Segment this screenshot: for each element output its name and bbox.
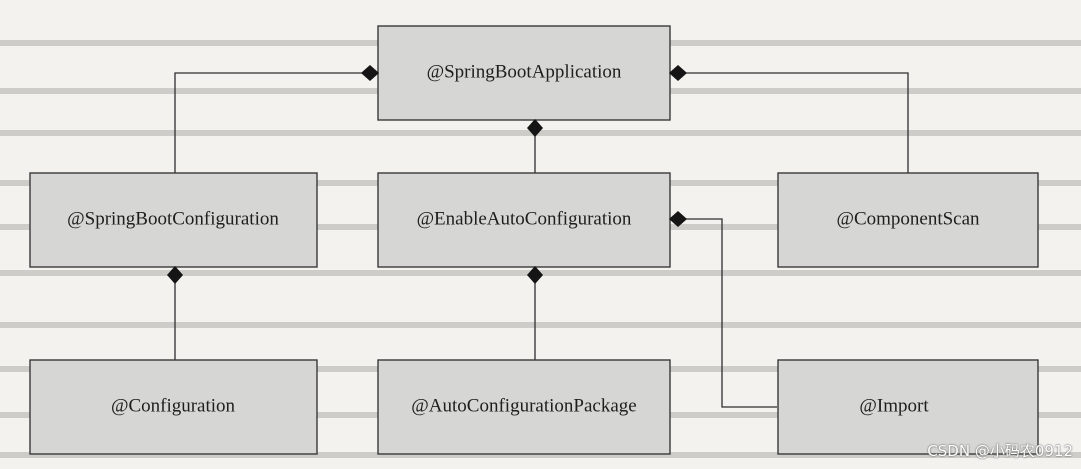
node-springbootconfiguration: @SpringBootConfiguration	[29, 172, 318, 268]
edge-springbootconfiguration-to-application	[174, 72, 367, 173]
node-enableautoconfiguration: @EnableAutoConfiguration	[377, 172, 671, 268]
composition-markers	[167, 65, 687, 284]
node-label-configuration: @Configuration	[111, 395, 236, 416]
watermark: CSDN @小码农0912	[927, 442, 1073, 460]
node-label-springbootconfiguration: @SpringBootConfiguration	[67, 208, 279, 229]
node-springbootapplication: @SpringBootApplication	[377, 25, 671, 121]
node-label-componentscan: @ComponentScan	[836, 208, 980, 229]
node-configuration: @Configuration	[29, 359, 318, 455]
diamond-enableautoconfiguration-right	[669, 211, 687, 227]
node-componentscan: @ComponentScan	[777, 172, 1039, 268]
diamond-application-bottom	[527, 119, 543, 137]
node-label-enableautoconfiguration: @EnableAutoConfiguration	[417, 208, 632, 229]
diamond-application-right	[669, 65, 687, 81]
diamond-application-left	[361, 65, 379, 81]
node-label-import: @Import	[859, 395, 929, 416]
diamond-enableautoconfiguration-bottom	[527, 266, 543, 284]
node-label-autoconfigurationpackage: @AutoConfigurationPackage	[411, 395, 636, 416]
diamond-springbootconfiguration-bottom	[167, 266, 183, 284]
edge-import-to-enableautoconfiguration	[681, 218, 777, 408]
node-autoconfigurationpackage: @AutoConfigurationPackage	[377, 359, 671, 455]
edge-componentscan-to-application	[681, 72, 909, 173]
node-label-springbootapplication: @SpringBootApplication	[427, 61, 622, 82]
node-import: @Import	[777, 359, 1039, 455]
